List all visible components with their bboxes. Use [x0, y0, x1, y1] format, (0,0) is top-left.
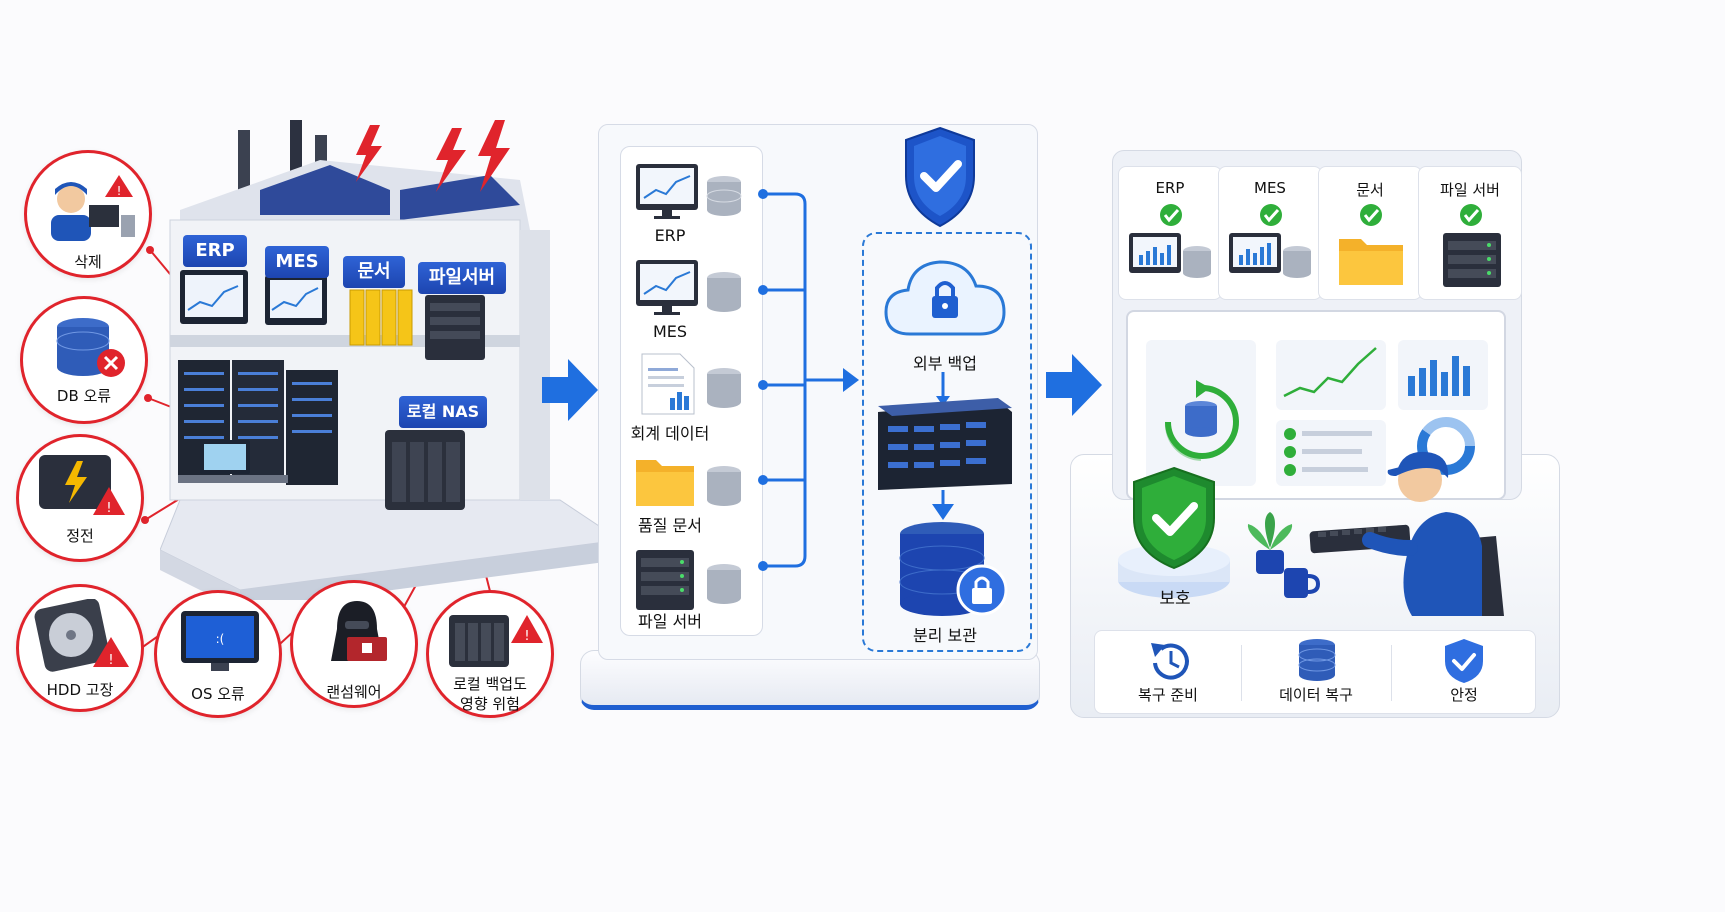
svg-text:!: ! — [117, 184, 122, 198]
risk-label: OS 오류 — [191, 685, 245, 703]
risk-os-error: :( OS 오류 — [154, 590, 282, 718]
risk-deletion: ! 삭제 — [24, 150, 152, 278]
database-icon — [1298, 639, 1336, 681]
protection-shield-icon — [1118, 466, 1230, 598]
mug-icon — [1284, 568, 1320, 598]
nas-warning-icon: ! — [449, 615, 543, 667]
system-tile-erp: ERP — [1118, 166, 1222, 300]
power-outage-icon: ! — [39, 455, 125, 516]
external-backup-label: 외부 백업 — [913, 354, 977, 373]
badge-mes: MES — [265, 246, 329, 278]
system-tile-mes: MES — [1218, 166, 1322, 300]
server-icon — [1443, 204, 1501, 287]
arrow-right-icon — [1046, 354, 1102, 416]
system-tile-file-server: 파일 서버 — [1418, 166, 1522, 300]
status-data-restore: 데이터 복구 — [1241, 631, 1391, 715]
system-tile-label: MES — [1254, 179, 1286, 197]
separate-storage-label: 분리 보관 — [913, 626, 977, 645]
status-label: 복구 준비 — [1138, 686, 1198, 704]
badge-docs: 문서 — [343, 256, 405, 288]
database-icon — [706, 176, 742, 216]
system-tile-docs: 문서 — [1318, 166, 1422, 300]
risk-label: DB 오류 — [56, 387, 112, 405]
risk-label: 삭제 — [74, 253, 102, 271]
source-label-mes: MES — [652, 322, 688, 341]
restore-clock-icon — [1151, 643, 1189, 680]
risk-label: 랜섬웨어 — [326, 683, 382, 701]
source-label-quality-docs: 품질 문서 — [638, 516, 702, 535]
risk-db-error: DB 오류 — [20, 296, 148, 424]
source-label-accounting: 회계 데이터 — [630, 424, 710, 443]
status-restore-ready: 복구 준비 — [1095, 631, 1241, 715]
system-tile-label: 파일 서버 — [1440, 181, 1500, 199]
shield-check-icon — [1445, 639, 1483, 683]
risk-hdd-failure: ! HDD 고장 — [16, 584, 144, 712]
dashboard-contents — [1146, 340, 1488, 486]
monitor-chart-icon — [1229, 204, 1311, 278]
svg-text:!: ! — [108, 653, 113, 668]
source-icons — [636, 164, 742, 610]
divider — [1391, 645, 1392, 701]
user-deleting-icon: ! — [51, 175, 135, 241]
monitor-chart-icon — [636, 164, 698, 219]
flow-connector-lines — [758, 189, 859, 571]
risk-label: HDD 고장 — [46, 681, 114, 699]
hdd-failure-icon: ! — [34, 599, 129, 672]
risk-label-line2: 영향 위험 — [460, 695, 520, 713]
badge-file-server: 파일서버 — [418, 262, 506, 294]
risk-label: 로컬 백업도 — [453, 675, 527, 693]
status-label: 데이터 복구 — [1279, 686, 1353, 704]
system-tile-label: ERP — [1155, 179, 1185, 197]
operator-at-desk — [1309, 451, 1504, 616]
system-tile-label: 문서 — [1356, 181, 1384, 199]
os-error-icon: :( — [181, 611, 259, 671]
risk-ransomware: 랜섬웨어 — [290, 580, 418, 708]
locked-database-icon — [899, 522, 1008, 616]
folder-icon — [1339, 204, 1403, 285]
shield-check-icon — [905, 126, 975, 228]
cloud-lock-icon — [884, 260, 1006, 336]
status-bar: 복구 준비 데이터 복구 안정 — [1094, 630, 1536, 714]
svg-text:!: ! — [106, 501, 111, 516]
status-label: 안정 — [1450, 686, 1478, 704]
backup-zone — [862, 232, 1032, 652]
status-stable: 안정 — [1391, 631, 1537, 715]
protect-label: 보호 — [1159, 589, 1191, 609]
badge-erp: ERP — [183, 235, 247, 267]
backup-server-rack-icon — [878, 372, 1012, 520]
svg-text::(: :( — [216, 632, 225, 646]
plant-icon — [1247, 512, 1293, 574]
source-label-erp: ERP — [654, 226, 686, 245]
divider — [1241, 645, 1242, 701]
ransomware-hacker-icon — [331, 601, 387, 661]
badge-local-nas: 로컬 NAS — [399, 396, 487, 428]
database-error-icon — [56, 318, 125, 377]
svg-text:!: ! — [524, 629, 529, 644]
source-label-file-server: 파일 서버 — [638, 612, 702, 631]
monitor-chart-icon — [1129, 204, 1211, 278]
risk-local-backup: ! 로컬 백업도 영향 위험 — [426, 590, 554, 718]
risk-power-outage: ! 정전 — [16, 434, 144, 562]
arrow-right-icon — [542, 359, 598, 421]
risk-label: 정전 — [66, 527, 94, 545]
dashboard-monitor — [1126, 310, 1506, 500]
